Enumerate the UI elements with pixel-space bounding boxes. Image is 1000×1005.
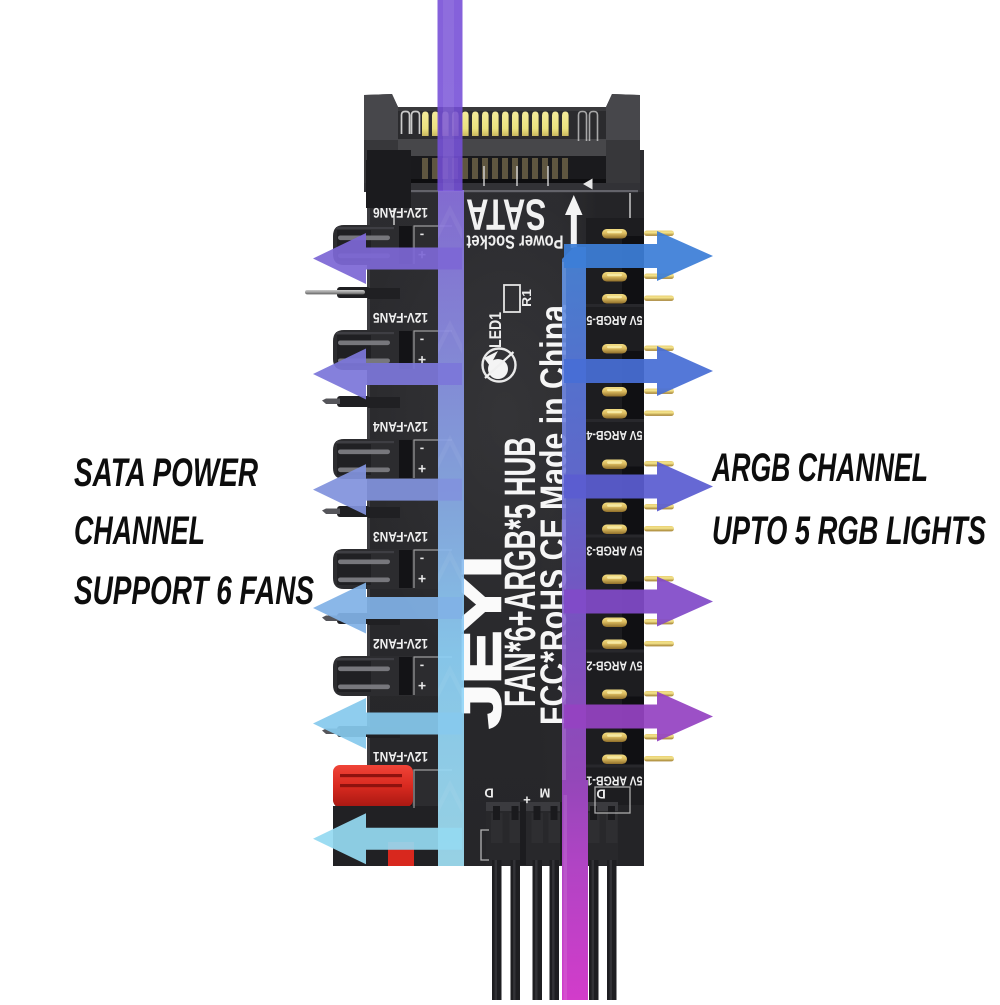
svg-text:+: + (418, 352, 426, 368)
svg-text:12V-FAN2: 12V-FAN2 (373, 636, 428, 652)
svg-text:+: + (418, 678, 426, 694)
svg-text:-: - (420, 552, 424, 567)
svg-text:12V-FAN4: 12V-FAN4 (373, 419, 428, 435)
svg-text:12V-FAN1: 12V-FAN1 (373, 749, 428, 765)
svg-text:SATA: SATA (466, 190, 546, 239)
svg-text:5V ARGB-2: 5V ARGB-2 (587, 659, 643, 674)
svg-text:5V ARGB-5: 5V ARGB-5 (587, 313, 643, 328)
svg-text:+: + (418, 461, 426, 477)
svg-text:5V ARGB-1: 5V ARGB-1 (587, 774, 643, 789)
svg-text:12V-FAN6: 12V-FAN6 (373, 205, 428, 221)
svg-text:-: - (420, 442, 424, 457)
svg-text:FAN*6+ARGB*5 HUB: FAN*6+ARGB*5 HUB (496, 437, 545, 707)
svg-text:-: - (420, 228, 424, 243)
svg-text:12V-FAN3: 12V-FAN3 (373, 529, 428, 545)
svg-text:CHANNEL: CHANNEL (74, 509, 205, 553)
svg-text:Power Socket: Power Socket (466, 231, 564, 252)
svg-text:12V-FAN5: 12V-FAN5 (373, 310, 428, 326)
svg-text:5V ARGB-3: 5V ARGB-3 (587, 544, 643, 559)
svg-text:UPTO 5 RGB LIGHTS: UPTO 5 RGB LIGHTS (712, 509, 986, 553)
svg-text:-: - (420, 333, 424, 348)
svg-text:+: + (523, 793, 531, 808)
svg-text:D: D (484, 786, 493, 801)
svg-text:+: + (418, 571, 426, 587)
svg-text:SUPPORT 6 FANS: SUPPORT 6 FANS (74, 569, 314, 613)
svg-text:5V ARGB-4: 5V ARGB-4 (586, 428, 643, 443)
svg-text:R1: R1 (519, 289, 534, 307)
svg-text:D: D (596, 787, 605, 802)
svg-text:-: - (420, 659, 424, 674)
svg-text:M: M (540, 786, 551, 801)
svg-text:SATA POWER: SATA POWER (74, 451, 258, 495)
svg-text:ARGB CHANNEL: ARGB CHANNEL (711, 446, 928, 490)
svg-text:LED1: LED1 (486, 312, 505, 348)
